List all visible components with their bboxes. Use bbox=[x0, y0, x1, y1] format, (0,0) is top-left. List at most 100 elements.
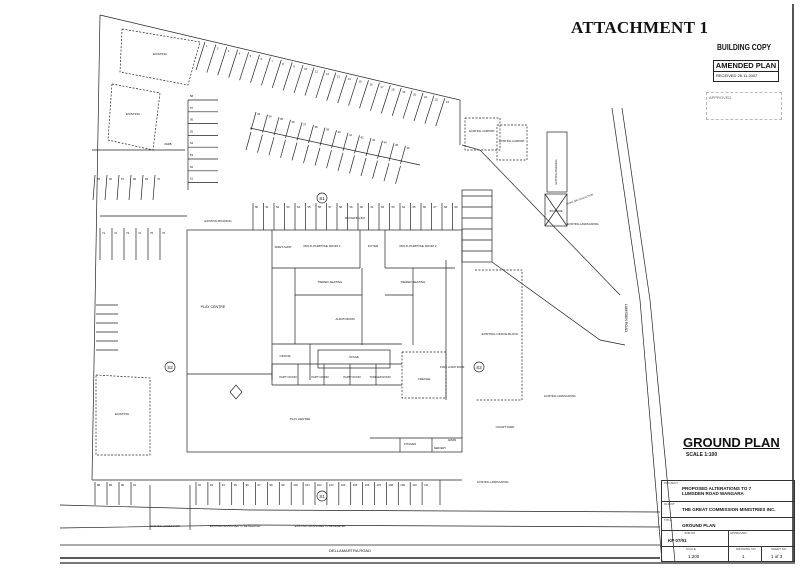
parking-bay-number: 5 bbox=[250, 54, 252, 58]
tb-client-value: THE GREAT COMMISSION MINISTRIES INC. bbox=[682, 507, 776, 512]
parking-bay-number: 53 bbox=[190, 153, 194, 157]
parking-bay-number: 23 bbox=[446, 100, 450, 104]
parking-bay-number: 93 bbox=[210, 483, 214, 487]
driveway-line bbox=[461, 144, 621, 296]
parking-stall-line bbox=[308, 124, 314, 144]
disabled-bay-label: DIS PARKING BAY bbox=[345, 217, 366, 220]
room-label-tiered-seating: TIERED SEATING bbox=[318, 280, 343, 284]
parking-bay-number: 109 bbox=[400, 483, 405, 487]
parking-stall-line bbox=[402, 90, 413, 119]
parking-bay-number: 90 bbox=[121, 483, 125, 487]
parking-bay-number: 55 bbox=[308, 205, 312, 209]
section-s2-label: S2 bbox=[167, 365, 173, 370]
room-label-stage: STAGE bbox=[349, 355, 359, 359]
parking-bay-number: 75 bbox=[150, 231, 154, 235]
site-boundary bbox=[91, 14, 101, 481]
parking-stall-line bbox=[217, 46, 228, 76]
parking-bay-number: 2 bbox=[217, 47, 219, 51]
crossover-label: EXISTING CROSSOVER bbox=[150, 524, 180, 528]
parking-bay-number: 111 bbox=[424, 483, 429, 487]
parking-stall-line bbox=[380, 85, 391, 114]
parking-bay-number: 73 bbox=[126, 231, 130, 235]
parking-stall-line bbox=[435, 97, 446, 127]
parking-stall-line bbox=[314, 147, 321, 166]
driveway-line bbox=[491, 261, 626, 346]
parking-stall-line bbox=[92, 174, 96, 201]
carport bbox=[464, 117, 501, 151]
parking-stall-line bbox=[370, 82, 380, 111]
parking-bay-number: 67 bbox=[121, 177, 125, 181]
lumsden-road-edge bbox=[621, 107, 676, 563]
parking-bay-number: 16 bbox=[370, 82, 374, 86]
parking-stall-line bbox=[250, 111, 257, 131]
parking-right bbox=[461, 189, 493, 263]
parking-bay-number: 61 bbox=[371, 205, 375, 209]
tb-right-cells: APPROVED DRAWING NO 1 SHEET NO 1 of 3 bbox=[728, 531, 794, 562]
crossover-label: EXISTING CROSSOVER TO BE DELETED bbox=[210, 524, 261, 528]
room-label-party-room: PARTY ROOM bbox=[279, 375, 296, 379]
attachment-heading: ATTACHMENT 1 bbox=[571, 18, 709, 37]
room-label-play-centre: PLAY CENTRE bbox=[201, 305, 226, 309]
parking-bay-number: 55 bbox=[190, 129, 194, 133]
parking-bay-number: 67 bbox=[434, 205, 438, 209]
parking-stall-line bbox=[257, 134, 263, 153]
parking-stall-line bbox=[383, 163, 390, 182]
parking-stall-line bbox=[391, 87, 402, 117]
parking-stall-line bbox=[116, 174, 120, 201]
parking-stall-line bbox=[273, 117, 280, 136]
amended-plan-title: AMENDED PLAN bbox=[714, 61, 778, 72]
parking-stall-line bbox=[271, 59, 282, 88]
parking-bay-number: 72 bbox=[114, 231, 118, 235]
existing-label: EXISTING bbox=[126, 112, 141, 116]
tb-job-value: KP 07/01 bbox=[668, 538, 687, 543]
room-label-kitchen: KITCHEN bbox=[404, 442, 416, 446]
parking-bay-number: 58 bbox=[190, 94, 194, 98]
section-s1-label: S1 bbox=[319, 196, 325, 201]
parking-bay-number: 3 bbox=[228, 49, 230, 53]
parking-bay-number: 51 bbox=[190, 177, 194, 181]
existing-building bbox=[546, 131, 568, 193]
parking-bay-number: 1 bbox=[206, 44, 208, 48]
room-label-multipurpose-1: MULTI-PURPOSE ROOM 1 bbox=[303, 244, 340, 248]
parking-stall-line bbox=[413, 92, 424, 122]
carport-label: EXISTING CARPORT bbox=[499, 139, 525, 143]
building-outline bbox=[186, 229, 463, 453]
road-edge bbox=[59, 524, 661, 529]
parking-stall-line bbox=[365, 137, 372, 157]
parking-stall-line bbox=[342, 132, 349, 151]
tb-drawing-value: 1 bbox=[742, 554, 745, 559]
parking-bay-number: 11 bbox=[315, 70, 318, 74]
room-label-staff-lunch: STAFF LUNCH ROOM bbox=[440, 366, 464, 369]
parking-stall-line bbox=[261, 57, 271, 86]
bin-collection-label: SMALL BIN COLLECTION bbox=[566, 193, 594, 206]
tb-scale-value: 1:200 bbox=[688, 554, 700, 559]
tb-title-value: GROUND PLAN bbox=[682, 523, 716, 528]
parking-stall-line bbox=[262, 114, 268, 133]
parking-stall-line bbox=[268, 137, 275, 156]
parking-stall-line bbox=[152, 174, 156, 201]
existing-block bbox=[107, 83, 161, 151]
tb-label: SCALE bbox=[686, 547, 696, 551]
parking-bay-number: 58 bbox=[339, 205, 343, 209]
parking-bay-number: 110 bbox=[412, 483, 417, 487]
parking-stall-line bbox=[326, 150, 332, 169]
tb-title: TITLE GROUND PLAN bbox=[662, 518, 794, 531]
parking-bay-number: 40 bbox=[338, 130, 342, 134]
parking-stall-line bbox=[360, 157, 367, 177]
parking-bay-number: 22 bbox=[435, 98, 439, 102]
title-block: PROJECT PROPOSED ALTERATIONS TO 7 LUMSDE… bbox=[661, 480, 795, 562]
approval-stamp: APPROVED bbox=[706, 92, 782, 120]
sheet-border-bottom bbox=[60, 562, 795, 564]
parking-bay-number: 59 bbox=[350, 205, 354, 209]
parking-bay-number: 21 bbox=[424, 95, 428, 99]
dellamartra-road-label: DELLAMARTRA ROAD bbox=[329, 548, 371, 553]
parking-bay-number: 69 bbox=[145, 177, 149, 181]
parking-stall-line bbox=[304, 67, 315, 96]
existing-building-label: EXISTING BUILDING bbox=[204, 219, 231, 223]
lumsden-road-edge bbox=[611, 107, 663, 563]
tb-project-value: PROPOSED ALTERATIONS TO 7 LUMSDEN ROAD W… bbox=[682, 486, 752, 496]
parking-stall-line bbox=[400, 145, 406, 164]
parking-bay-number: 6 bbox=[261, 57, 263, 61]
parking-stall-line bbox=[359, 80, 369, 109]
parking-bay-number: 7 bbox=[271, 59, 273, 63]
